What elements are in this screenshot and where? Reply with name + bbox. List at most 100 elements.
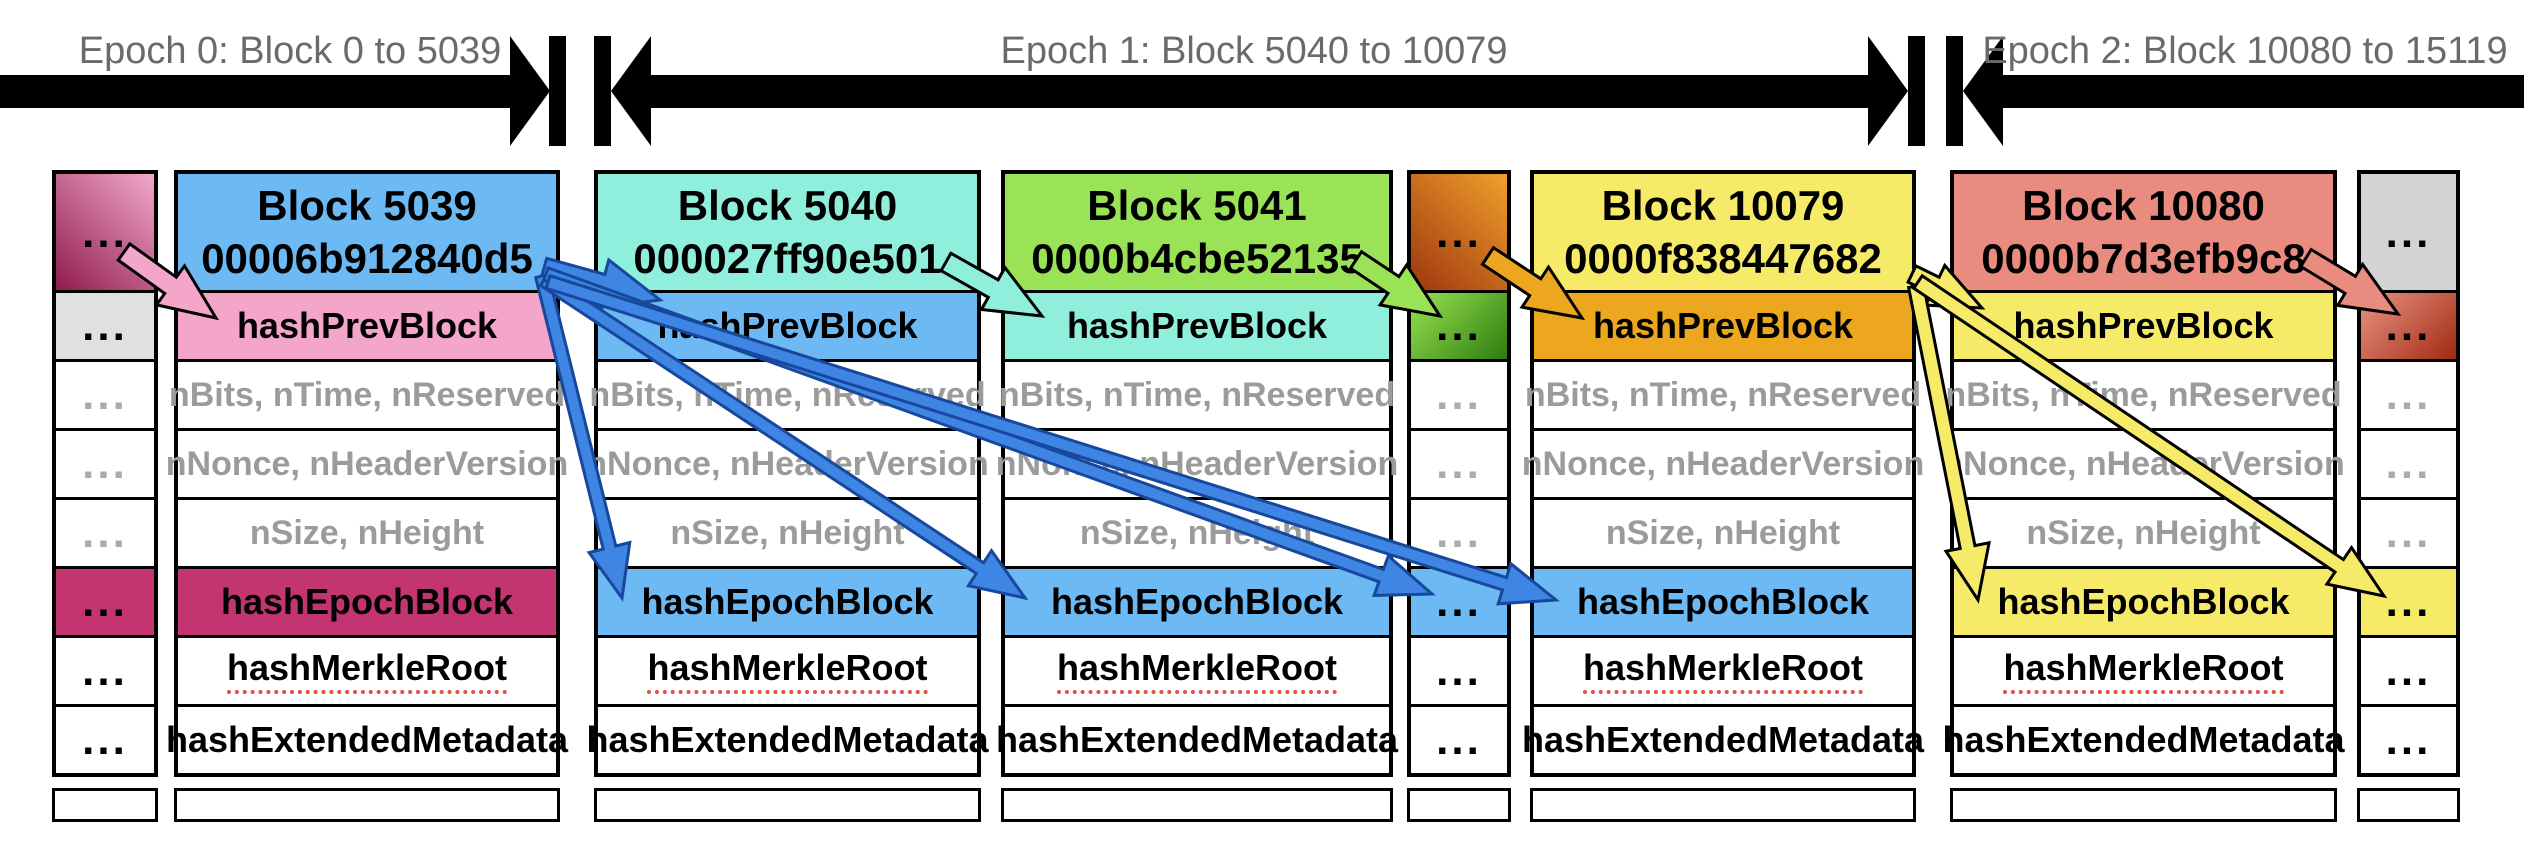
continuation-nsize-cell: ...: [2361, 497, 2456, 566]
row-hashprevblock: hashPrevBlock: [1954, 290, 2333, 359]
hashmerkleroot-label: hashMerkleRoot: [1582, 648, 1864, 694]
continuation-nnonce-cell: ...: [2361, 428, 2456, 497]
block-header: Block 5040 000027ff90e501: [598, 174, 977, 290]
row-hashextendedmetadata: hashExtendedMetadata: [586, 704, 989, 773]
row-hashmerkleroot: hashMerkleRoot: [1534, 635, 1912, 704]
row-hashprevblock: hashPrevBlock: [598, 290, 977, 359]
row-nbits: nBits, nTime, nReserved: [169, 359, 565, 428]
row-hashextendedmetadata: hashExtendedMetadata: [1522, 704, 1924, 773]
block-column-5041: Block 5041 0000b4cbe52135 hashPrevBlock …: [996, 170, 1398, 777]
continuation-header-cell: ...: [56, 174, 154, 290]
block-title: Block 10079: [1601, 182, 1845, 229]
row-hashprevblock: hashPrevBlock: [1005, 290, 1389, 359]
continuation-nbits-cell: ...: [56, 359, 154, 428]
row-hashepochblock: hashEpochBlock: [1005, 566, 1389, 635]
continuation-header-cell: ...: [2361, 174, 2456, 290]
continuation-header-cell: ...: [1411, 174, 1507, 290]
hashmerkleroot-label: hashMerkleRoot: [2003, 648, 2284, 694]
continuation-hashepochblock-cell: ...: [2361, 566, 2456, 635]
block-title: Block 5041: [1087, 182, 1307, 229]
footer-box: [1001, 788, 1393, 822]
row-hashmerkleroot: hashMerkleRoot: [1954, 635, 2333, 704]
continuation-nsize-cell: ...: [1411, 497, 1507, 566]
continuation-column-epoch0: ... ... ... ... ... ... ... ...: [52, 170, 158, 777]
row-hashepochblock: hashEpochBlock: [598, 566, 977, 635]
block-title: Block 10080: [2022, 182, 2265, 229]
epoch-boundary-arrow-right-icon: [510, 36, 550, 146]
block-header: Block 5039 00006b912840d5: [178, 174, 556, 290]
continuation-nbits-cell: ...: [2361, 359, 2456, 428]
continuation-hashmerkleroot-cell: ...: [2361, 635, 2456, 704]
block-title: Block 5040: [677, 182, 898, 229]
epoch-boundary-tick: [549, 36, 566, 146]
block-hash: 0000b7d3efb9c8: [1981, 235, 2306, 282]
epoch2-label: Epoch 2: Block 10080 to 15119: [1982, 30, 2508, 72]
footer-box: [2357, 788, 2460, 822]
epoch-boundary-tick: [1946, 36, 1963, 146]
continuation-nsize-cell: ...: [56, 497, 154, 566]
continuation-hashextendedmetadata-cell: ...: [1411, 704, 1507, 773]
footer-box: [1530, 788, 1916, 822]
row-nsize: nSize, nHeight: [1954, 497, 2333, 566]
hashmerkleroot-label: hashMerkleRoot: [226, 648, 508, 694]
continuation-hashprevblock-cell: ...: [2361, 290, 2456, 359]
row-hashmerkleroot: hashMerkleRoot: [598, 635, 977, 704]
epoch0-label: Epoch 0: Block 0 to 5039: [78, 30, 502, 72]
row-hashprevblock: hashPrevBlock: [178, 290, 556, 359]
continuation-hashmerkleroot-cell: ...: [56, 635, 154, 704]
row-nnonce: nNonce, nHeaderVersion: [586, 428, 989, 497]
timeline-bar-epoch2: [2003, 75, 2524, 108]
continuation-hashepochblock-cell: ...: [56, 566, 154, 635]
epoch-boundary-tick: [1908, 36, 1925, 146]
block-column-10080: Block 10080 0000b7d3efb9c8 hashPrevBlock…: [1942, 170, 2345, 777]
block-column-5039: Block 5039 00006b912840d5 hashPrevBlock …: [166, 170, 568, 777]
footer-box: [594, 788, 981, 822]
row-hashextendedmetadata: hashExtendedMetadata: [996, 704, 1398, 773]
row-nbits: nBits, nTime, nReserved: [1945, 359, 2342, 428]
continuation-nnonce-cell: ...: [1411, 428, 1507, 497]
row-nsize: nSize, nHeight: [178, 497, 556, 566]
epoch-boundary-tick: [594, 36, 611, 146]
row-nbits: nBits, nTime, nReserved: [589, 359, 986, 428]
block-hash: 000027ff90e501: [633, 235, 942, 282]
footer-box: [52, 788, 158, 822]
hashmerkleroot-label: hashMerkleRoot: [647, 648, 928, 694]
block-hash: 0000f838447682: [1564, 235, 1882, 282]
block-column-10079: Block 10079 0000f838447682 hashPrevBlock…: [1522, 170, 1924, 777]
continuation-hashextendedmetadata-cell: ...: [2361, 704, 2456, 773]
block-header: Block 10080 0000b7d3efb9c8: [1954, 174, 2333, 290]
footer-box: [1407, 788, 1511, 822]
block-title: Block 5039: [257, 182, 477, 229]
footer-box: [1950, 788, 2337, 822]
continuation-hashmerkleroot-cell: ...: [1411, 635, 1507, 704]
row-nnonce: nNonce, nHeaderVersion: [1522, 428, 1924, 497]
continuation-hashprevblock-cell: ...: [1411, 290, 1507, 359]
block-hash: 00006b912840d5: [201, 235, 533, 282]
timeline-bar-epoch1: [650, 75, 1870, 108]
timeline-bar-epoch0: [0, 75, 513, 108]
row-nnonce: nNonce, nHeaderVersion: [166, 428, 568, 497]
block-column-5040: Block 5040 000027ff90e501 hashPrevBlock …: [586, 170, 989, 777]
row-hashepochblock: hashEpochBlock: [1954, 566, 2333, 635]
hashmerkleroot-label: hashMerkleRoot: [1056, 648, 1338, 694]
row-hashextendedmetadata: hashExtendedMetadata: [1942, 704, 2345, 773]
continuation-nbits-cell: ...: [1411, 359, 1507, 428]
continuation-column-epoch2: ... ... ... ... ... ... ... ...: [2357, 170, 2460, 777]
epoch-boundary-arrow-right-icon: [1868, 36, 1908, 146]
block-header: Block 10079 0000f838447682: [1534, 174, 1912, 290]
footer-box: [174, 788, 560, 822]
row-nsize: nSize, nHeight: [1005, 497, 1389, 566]
row-hashepochblock: hashEpochBlock: [1534, 566, 1912, 635]
epoch-boundary-arrow-left-icon: [1963, 36, 2003, 146]
continuation-hashprevblock-cell: ...: [56, 290, 154, 359]
row-hashmerkleroot: hashMerkleRoot: [178, 635, 556, 704]
row-nbits: nBits, nTime, nReserved: [1525, 359, 1921, 428]
row-hashmerkleroot: hashMerkleRoot: [1005, 635, 1389, 704]
row-nsize: nSize, nHeight: [598, 497, 977, 566]
continuation-nnonce-cell: ...: [56, 428, 154, 497]
continuation-hashepochblock-cell: ...: [1411, 566, 1507, 635]
epoch1-label: Epoch 1: Block 5040 to 10079: [1000, 30, 1508, 72]
continuation-hashextendedmetadata-cell: ...: [56, 704, 154, 773]
row-hashextendedmetadata: hashExtendedMetadata: [166, 704, 568, 773]
